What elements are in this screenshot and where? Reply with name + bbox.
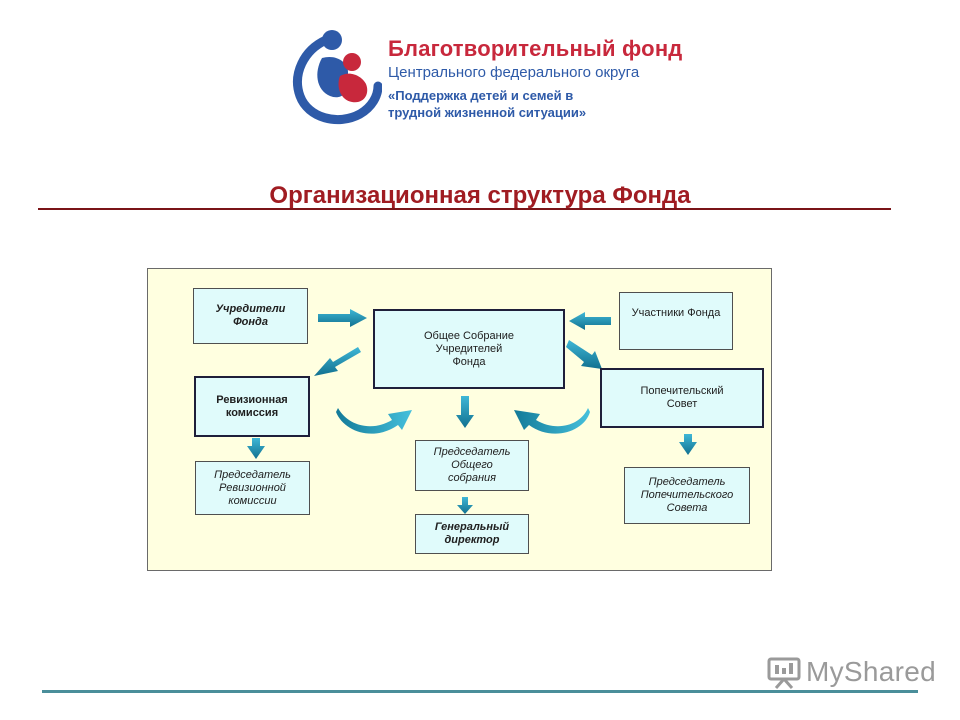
foundation-logo-icon: [293, 30, 382, 125]
node-general-director: Генеральный директор: [415, 514, 529, 554]
node-audit-commission: Ревизионная комиссия: [194, 376, 310, 437]
slide-title: Организационная структура Фонда: [269, 182, 691, 209]
node-chair-audit: Председатель Ревизионной комиссии: [195, 461, 310, 515]
node-founders: Учредители Фонда: [193, 288, 308, 344]
presentation-board-icon: [767, 657, 801, 689]
title-underline: [38, 208, 891, 210]
watermark-text: MyShared: [806, 656, 937, 687]
watermark: MyShared: [766, 654, 936, 690]
org-motto: «Поддержка детей и семей в трудной жизне…: [388, 88, 587, 120]
org-subtitle: Центрального федерального округа: [388, 64, 640, 81]
bottom-rule: [42, 690, 918, 693]
node-members: Участники Фонда: [619, 292, 733, 350]
node-board-of-trustees: Попечительский Совет: [600, 368, 764, 428]
node-chair-general-meeting: Председатель Общего собрания: [415, 440, 529, 491]
org-title: Благотворительный фонд: [388, 36, 683, 61]
node-chair-trustees: Председатель Попечительского Совета: [624, 467, 750, 524]
node-general-meeting: Общее Собрание Учредителей Фонда: [373, 309, 565, 389]
